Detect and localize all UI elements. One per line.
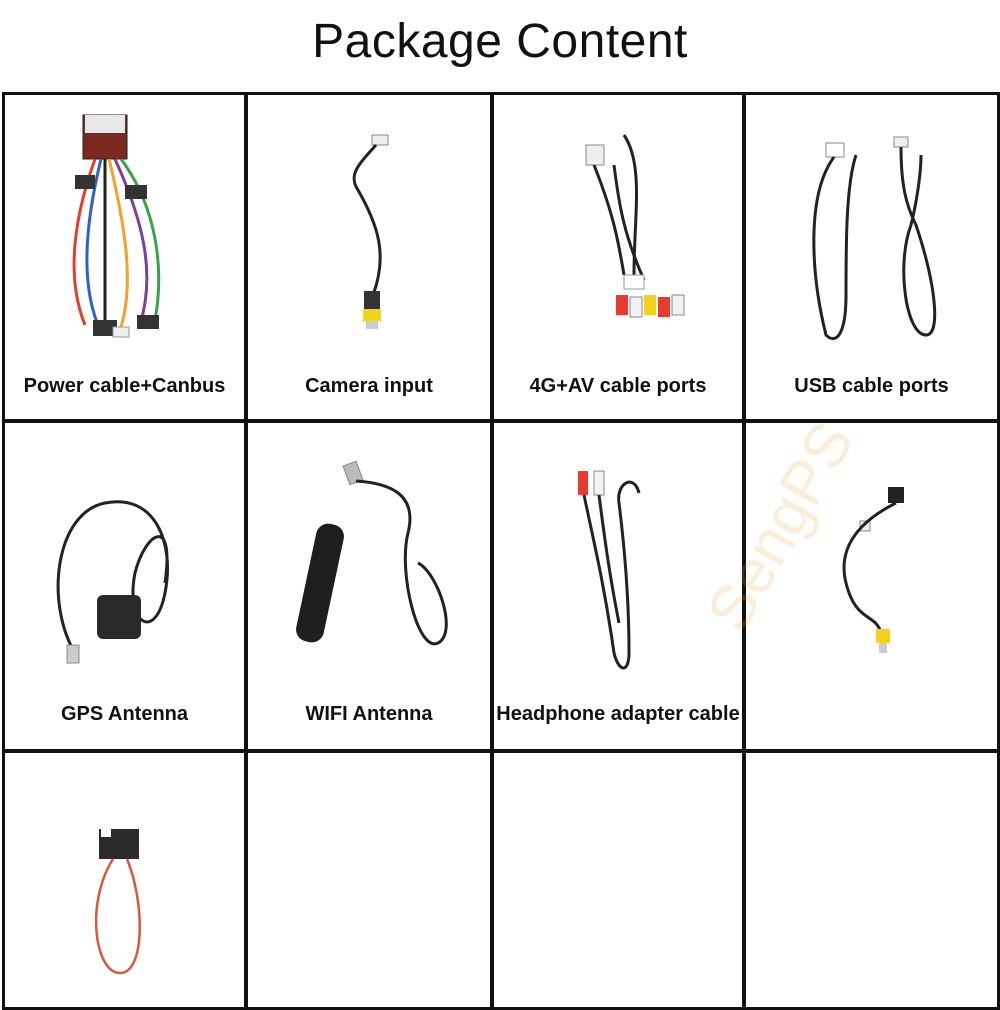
headphone-cable-icon [578, 470, 641, 670]
item-cell-fiber-loop [2, 750, 247, 1010]
item-cell-empty [491, 750, 745, 1010]
fiber-loop-cable-icon [94, 829, 141, 975]
rca-cable-icon [842, 487, 904, 653]
item-cell-empty [743, 750, 1000, 1010]
item-cell-wifi-antenna: WIFI Antenna [245, 420, 493, 752]
item-cell-empty [245, 750, 493, 1010]
item-cell-headphone-adapter: Headphone adapter cable [491, 420, 745, 752]
wifi-antenna-icon [296, 460, 448, 646]
item-cell-gps-antenna: GPS Antenna [2, 420, 247, 752]
item-cell-4g-av-cable: 4G+AV cable ports [491, 92, 745, 422]
item-label: Headphone adapter cable [496, 703, 740, 725]
item-cell-rca-cable [743, 420, 1000, 752]
camera-cable-icon [352, 134, 389, 329]
usb-cable-icon [812, 136, 937, 341]
item-cell-power-cable: Power cable+Canbus [2, 92, 247, 422]
item-label: Power cable+Canbus [23, 375, 226, 397]
package-grid: Power cable+Canbus Camera input 4G+AV ca… [2, 92, 1000, 1010]
item-cell-camera-input: Camera input [245, 92, 493, 422]
item-cell-usb-cable: USB cable ports [743, 92, 1000, 422]
power-harness-icon [72, 114, 161, 338]
item-label: WIFI Antenna [305, 703, 433, 725]
item-label: USB cable ports [794, 375, 949, 397]
item-label: Camera input [305, 375, 433, 397]
page-title: Package Content [312, 15, 688, 68]
gps-antenna-icon [56, 500, 169, 664]
av-cable-icon [585, 134, 685, 318]
item-label: 4G+AV cable ports [529, 375, 707, 397]
item-label: GPS Antenna [60, 703, 189, 725]
